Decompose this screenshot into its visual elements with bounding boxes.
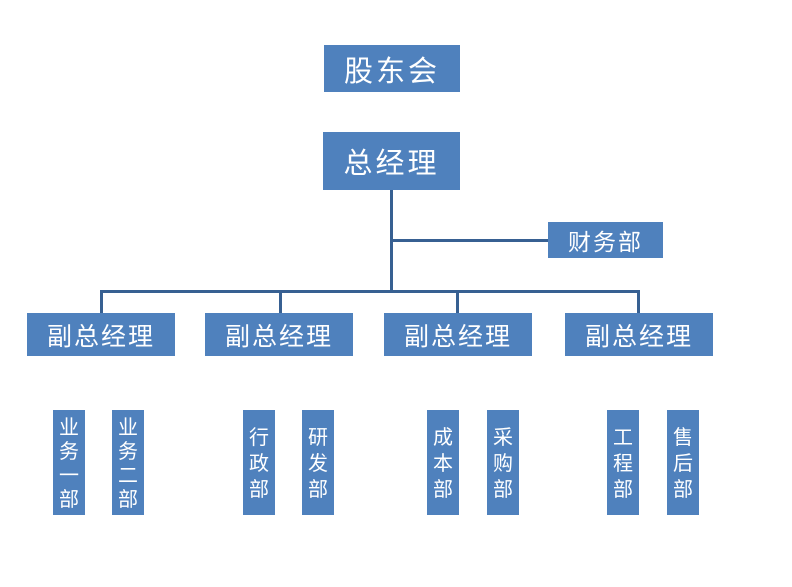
dept-label: 售后部 (673, 424, 693, 501)
connector-stub-deputy-2 (279, 290, 282, 313)
dept-label: 工程部 (613, 424, 633, 501)
node-dept-administration: 行政部 (243, 410, 275, 515)
node-dept-research-development: 研发部 (302, 410, 334, 515)
connector-stub-deputy-4 (637, 290, 640, 313)
node-dept-after-sales: 售后部 (667, 410, 699, 515)
node-deputy-general-manager-2: 副总经理 (205, 313, 353, 356)
node-dept-business-1: 业务一部 (53, 410, 85, 515)
connector-horizontal-bus-line (100, 290, 640, 293)
dept-label: 成本部 (433, 424, 453, 501)
dept-label: 行政部 (249, 424, 269, 501)
node-deputy-general-manager-1: 副总经理 (27, 313, 175, 356)
node-dept-business-2: 业务二部 (112, 410, 144, 515)
node-deputy-general-manager-3: 副总经理 (384, 313, 532, 356)
node-shareholders-meeting: 股东会 (324, 45, 460, 92)
dept-label: 业务二部 (118, 414, 138, 511)
dept-label: 采购部 (493, 424, 513, 501)
connector-finance-branch-line (391, 239, 548, 242)
node-dept-engineering: 工程部 (607, 410, 639, 515)
node-deputy-general-manager-4: 副总经理 (565, 313, 713, 356)
dept-label: 研发部 (308, 424, 328, 501)
connector-stub-deputy-3 (456, 290, 459, 313)
node-dept-cost: 成本部 (427, 410, 459, 515)
node-general-manager: 总经理 (323, 132, 460, 190)
connector-stub-deputy-1 (100, 290, 103, 313)
dept-label: 业务一部 (59, 414, 79, 511)
node-finance-department: 财务部 (548, 222, 663, 258)
node-dept-procurement: 采购部 (487, 410, 519, 515)
